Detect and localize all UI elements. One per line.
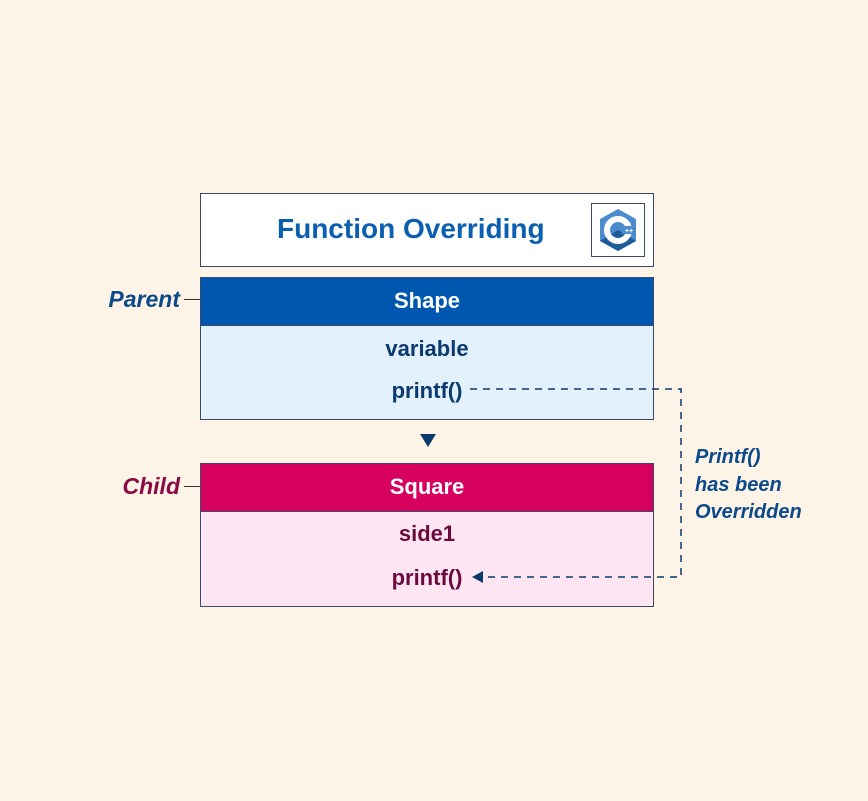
note-line: has been [695, 473, 782, 496]
arrowhead-icon [472, 571, 483, 583]
child-label: Child [122, 473, 181, 499]
child-member: printf() [391, 565, 463, 590]
title-box: Function Overriding ++ [200, 193, 654, 267]
svg-text:++: ++ [625, 228, 633, 235]
cpp-logo-icon: ++ [591, 203, 645, 257]
diagram-title: Function Overriding [277, 213, 545, 244]
parent-member: variable [385, 336, 469, 361]
parent-member: printf() [391, 378, 463, 403]
parent-label: Parent [108, 286, 180, 312]
child-connector [184, 486, 200, 487]
child-class-name: Square [389, 474, 465, 499]
override-note: Printf() has been Overridden [695, 444, 802, 527]
child-class-header [201, 464, 653, 512]
child-class-box: Square side1 printf() [200, 463, 654, 607]
parent-class-header [201, 278, 653, 326]
parent-connector [184, 299, 200, 300]
note-line: Printf() [695, 446, 761, 468]
note-line: Overridden [695, 501, 802, 523]
parent-class-box: Shape variable printf() [200, 277, 654, 420]
child-member: side1 [398, 521, 456, 546]
parent-class-name: Shape [393, 288, 461, 313]
inheritance-arrow-icon [420, 434, 436, 447]
